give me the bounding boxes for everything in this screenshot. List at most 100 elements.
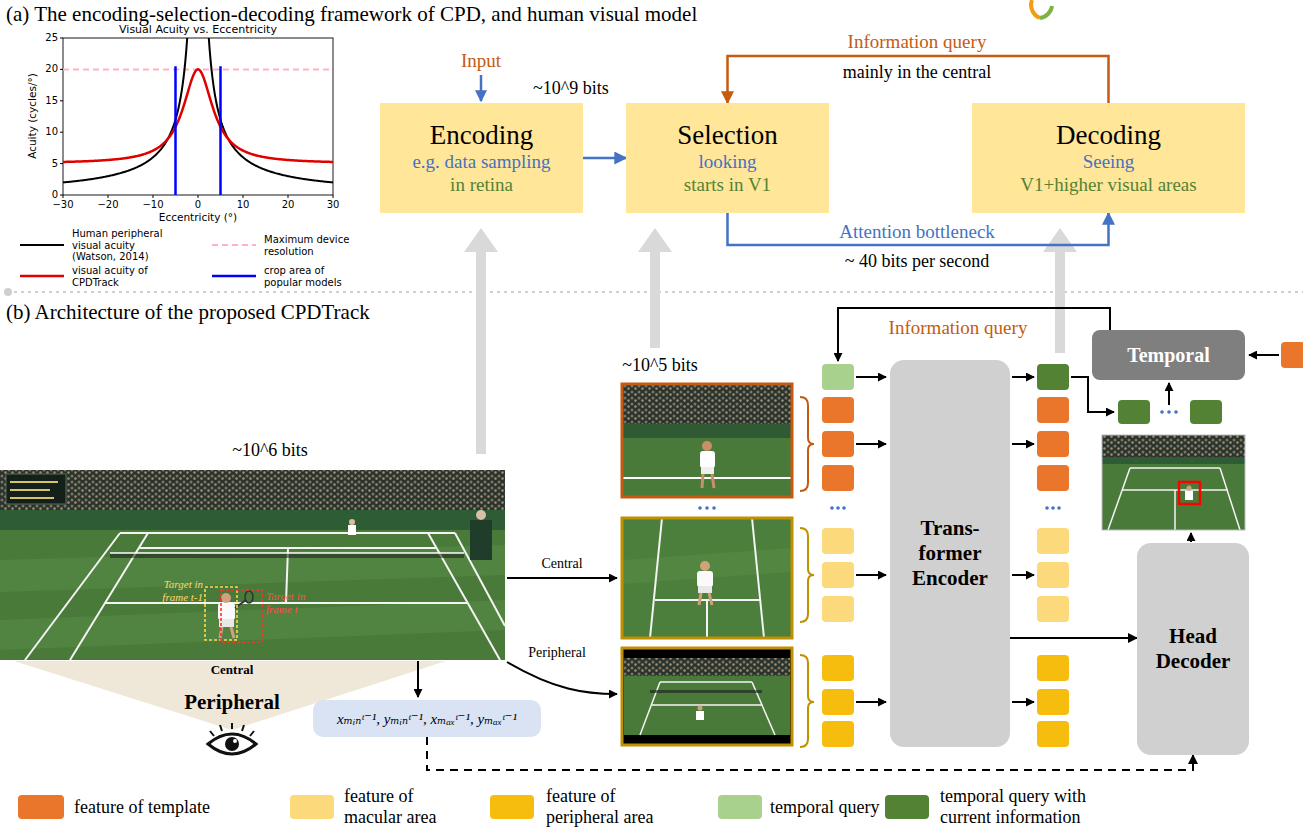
chart-title: Visual Acuity vs. Eccentricity bbox=[119, 24, 277, 37]
node-detail: starts in V1 bbox=[684, 174, 771, 197]
ellipsis-dots bbox=[698, 506, 702, 510]
tracking-result bbox=[1187, 486, 1192, 491]
node-title: Trans- former Encoder bbox=[900, 516, 1000, 592]
mapping-arrow bbox=[650, 250, 660, 348]
axis-title: Eccentricity (°) bbox=[159, 211, 237, 223]
axis-tick bbox=[333, 195, 334, 198]
logo-fragment bbox=[1031, 0, 1040, 18]
node-detail: in retina bbox=[450, 174, 513, 197]
flow-arrow bbox=[1012, 443, 1034, 445]
curly-brace bbox=[800, 655, 814, 747]
panel-heading: (a) The encoding-selection-decoding fram… bbox=[6, 2, 697, 26]
tennis-frame-photo bbox=[231, 627, 234, 638]
tick-label: −30 bbox=[52, 199, 73, 211]
tennis-frame-photo bbox=[0, 470, 505, 660]
peripheral-crop bbox=[624, 658, 790, 676]
legend-text: Human peripheral visual acuity (Watson, … bbox=[72, 228, 168, 263]
macular-crop bbox=[650, 518, 764, 638]
feature-token bbox=[1037, 465, 1069, 491]
ellipsis-dots bbox=[842, 506, 846, 510]
legend-line-sample bbox=[20, 275, 64, 278]
region-label: Central bbox=[211, 663, 254, 678]
ellipsis-dots bbox=[1160, 410, 1164, 414]
eye-icon bbox=[208, 723, 256, 754]
input-arrow bbox=[481, 75, 482, 101]
peripheral-crop bbox=[622, 648, 792, 745]
tick-label: 5 bbox=[52, 158, 58, 170]
macular-crop bbox=[700, 561, 710, 571]
tick-label: −10 bbox=[142, 199, 163, 211]
feature-token bbox=[822, 689, 854, 715]
ellipsis-dots bbox=[1045, 506, 1049, 510]
template-crop bbox=[712, 474, 714, 488]
feature-token bbox=[822, 596, 854, 622]
tracking-result bbox=[1108, 468, 1240, 530]
flow-arrow bbox=[1071, 377, 1114, 412]
peripheral-crop bbox=[622, 648, 792, 745]
legend-text: temporal query bbox=[770, 797, 900, 818]
bit-count: ~10^6 bits bbox=[232, 440, 308, 461]
ellipsis-dots bbox=[1167, 410, 1171, 414]
tick-label: 15 bbox=[45, 95, 58, 107]
legend-swatch bbox=[490, 795, 534, 819]
template-crop bbox=[702, 474, 703, 488]
feature-token bbox=[1037, 721, 1069, 747]
macular-crop bbox=[699, 593, 701, 605]
acuity-curve bbox=[63, 69, 333, 162]
flow-arrow bbox=[1190, 533, 1192, 542]
eye-icon bbox=[208, 734, 256, 754]
tennis-frame-photo bbox=[6, 474, 66, 504]
feature-token bbox=[1037, 689, 1069, 715]
ellipsis-dots bbox=[712, 506, 716, 510]
legend-text: temporal query with current information bbox=[940, 786, 1118, 827]
region-label: Peripheral bbox=[184, 690, 280, 714]
feature-token bbox=[1037, 364, 1069, 390]
mapping-arrow bbox=[1043, 228, 1077, 252]
axis-tick bbox=[243, 195, 244, 198]
connector-label: Attention bottleneck bbox=[836, 221, 998, 243]
axis-tick bbox=[60, 69, 63, 70]
tennis-frame-photo bbox=[0, 470, 505, 510]
ellipsis-dots bbox=[1051, 506, 1055, 510]
tennis-frame-photo bbox=[0, 545, 505, 592]
legend-line-sample bbox=[20, 244, 64, 246]
feature-token bbox=[822, 562, 854, 588]
flow-arrow bbox=[856, 376, 886, 378]
acuity-curve bbox=[63, 38, 333, 195]
transformer-encoder: Trans- former Encoder bbox=[890, 360, 1010, 747]
legend-text: feature of peripheral area bbox=[546, 786, 678, 827]
flow-arrow bbox=[856, 701, 886, 703]
tick-label: −20 bbox=[97, 199, 118, 211]
flow-arrow bbox=[856, 443, 886, 445]
bit-count: ~10^5 bits bbox=[622, 355, 698, 376]
ellipsis-dots bbox=[1057, 506, 1061, 510]
selection-box: Selectionlookingstarts in V1 bbox=[626, 103, 829, 213]
input-label: Input bbox=[461, 50, 501, 72]
mapping-arrow bbox=[464, 228, 498, 252]
node-detail: Seeing bbox=[1083, 151, 1135, 174]
axis-title: Acuity (cycles/°) bbox=[26, 73, 38, 159]
tennis-frame-photo bbox=[10, 497, 54, 499]
decoding-box: DecodingSeeingV1+higher visual areas bbox=[972, 103, 1245, 213]
flow-arrow bbox=[838, 308, 1110, 361]
tennis-frame-photo bbox=[0, 510, 505, 530]
legend-text: crop area of popular models bbox=[264, 265, 360, 288]
axis-tick bbox=[60, 100, 63, 101]
macular-crop bbox=[697, 571, 713, 587]
tennis-frame-photo bbox=[221, 593, 231, 603]
logo-fragment bbox=[1040, 6, 1052, 18]
tennis-frame-photo bbox=[10, 489, 50, 491]
note-text: mainly in the central bbox=[843, 62, 991, 83]
flow-arrow bbox=[1012, 701, 1034, 703]
legend-text: visual acuity of CPDTrack bbox=[72, 265, 168, 288]
feature-token bbox=[822, 431, 854, 457]
macular-crop bbox=[709, 593, 712, 605]
mapping-arrow bbox=[476, 250, 486, 454]
tennis-frame-photo bbox=[0, 470, 505, 660]
tick-label: 20 bbox=[45, 64, 58, 76]
flow-arrow bbox=[1168, 383, 1170, 405]
tick-label: 30 bbox=[327, 199, 340, 211]
query-label: Information query bbox=[886, 317, 1031, 339]
acuity-curve bbox=[63, 38, 333, 182]
